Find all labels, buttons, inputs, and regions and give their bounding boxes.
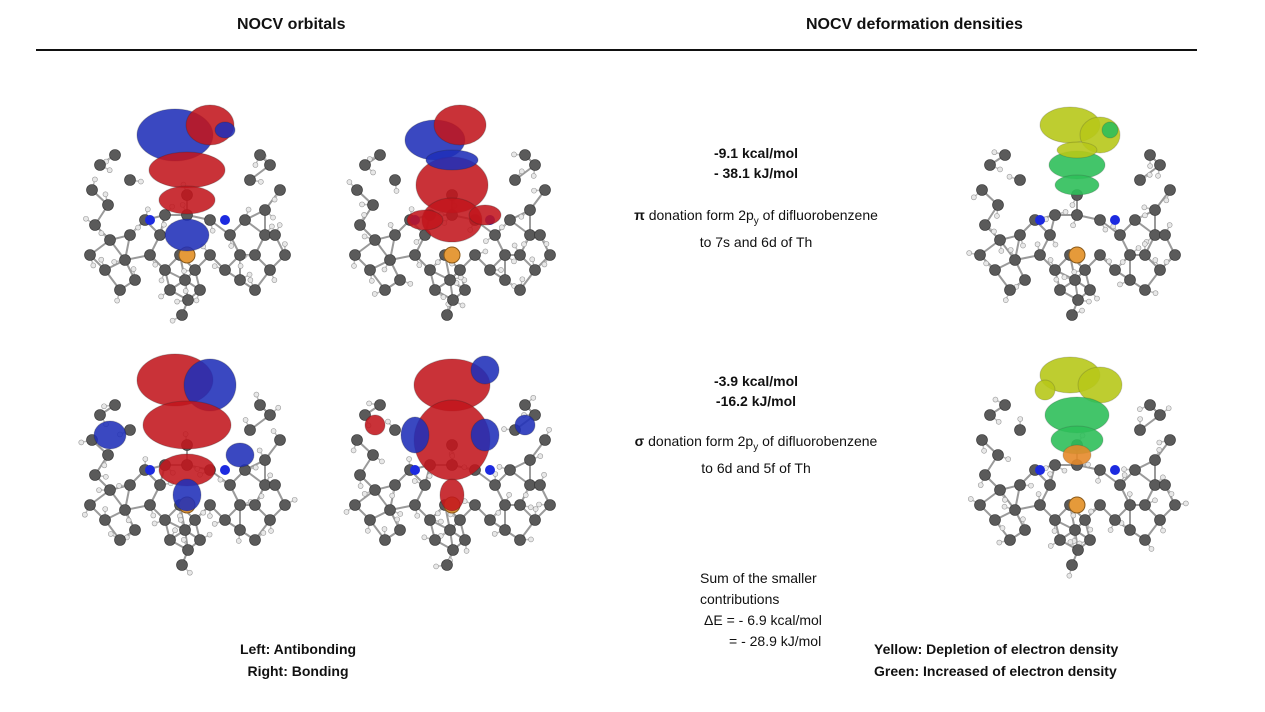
molecule-orbital-antibonding-sigma [78,353,298,576]
header-orbitals: NOCV orbitals [237,16,346,33]
summary-block: Sum of the smaller contributions ΔE = - … [700,568,822,652]
molecule-density-sigma [967,356,1189,579]
row1-description: π donation form 2py of difluorobenzene [606,205,906,232]
molecule-orbital-bonding-pi [346,104,556,321]
row2-energy-kcal: -3.9 kcal/mol [713,373,799,389]
summary-line2: contributions [700,591,780,607]
summary-line1: Sum of the smaller [700,570,817,586]
row2-text-block: -3.9 kcal/mol -16.2 kJ/mol σ donation fo… [606,371,906,478]
legend-densities-line1: Yellow: Depletion of electron density [874,641,1119,657]
row2-symbol: σ [634,433,645,449]
header-deformation-densities: NOCV deformation densities [806,16,1023,33]
row1-energy-kcal: -9.1 kcal/mol [713,145,799,161]
row1-energy-kj: - 38.1 kJ/mol [713,165,799,181]
row1-desc-pre: donation form 2p [644,207,754,223]
legend-densities-line2: Green: Increased of electron density [874,663,1117,679]
summary-line3: ΔE = - 6.9 kcal/mol [704,612,822,628]
row1-symbol: π [634,207,645,223]
row2-desc-line2: to 6d and 5f of Th [701,459,811,476]
row1-text-block: -9.1 kcal/mol - 38.1 kJ/mol π donation f… [606,143,906,252]
molecule-orbital-antibonding-pi [83,104,291,324]
row1-desc-line2: to 7s and 6d of Th [699,233,813,250]
legend-orbitals-line1: Left: Antibonding [239,641,357,657]
row2-desc-post: of difluorobenzene [758,433,878,449]
header-rule [36,49,1197,51]
legend-orbitals-line2: Right: Bonding [247,663,349,679]
row2-energy-kj: -16.2 kJ/mol [715,393,797,409]
row1-desc-sub: y [753,215,759,227]
molecule-density-pi [966,106,1181,321]
row1-desc-post: of difluorobenzene [758,207,878,223]
legend-densities: Yellow: Depletion of electron density Gr… [874,638,1118,682]
row2-desc-pre: donation form 2p [644,433,754,449]
row2-description: σ donation form 2py of difluorobenzene [606,431,906,458]
legend-orbitals: Left: Antibonding Right: Bonding [198,638,398,682]
molecule-orbital-bonding-sigma [343,355,556,571]
summary-line4: = - 28.9 kJ/mol [729,633,822,649]
row2-desc-sub: y [753,441,759,453]
